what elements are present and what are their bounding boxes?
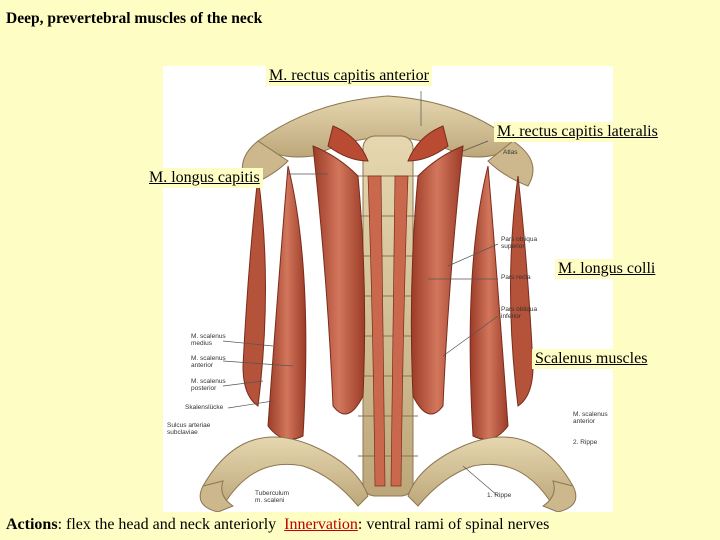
leader-lines (222, 91, 499, 497)
neck-muscles-illustration (199, 91, 577, 512)
label-tuberculum: Tuberculum m. scaleni (255, 490, 289, 504)
label-line-1: Pars obliqua (501, 236, 538, 243)
label-line-1: M. scalenus (191, 333, 226, 340)
left-rib-end (199, 480, 235, 512)
label-line-1: Tuberculum (255, 490, 290, 497)
innervation-text: : ventral rami of spinal nerves (357, 516, 550, 533)
callout-longus-colli: M. longus colli (555, 259, 659, 279)
right-longus-capitis (410, 145, 464, 415)
right-rib-end (541, 480, 577, 512)
label-line-1: M. scalenus (191, 378, 226, 385)
label-line-2: inferior (501, 313, 521, 320)
label-line-2: anterior (573, 418, 596, 425)
right-mastoid (487, 140, 534, 187)
left-scalenus (267, 165, 307, 440)
label-right-scalenus-anterior: M. scalenus anterior (573, 411, 608, 425)
label-pars-obliqua-inferior: Pars obliqua inferior (501, 306, 537, 320)
slide-title: Deep, prevertebral muscles of the neck (6, 10, 263, 27)
left-first-rib (202, 436, 369, 507)
right-first-rib (407, 436, 574, 507)
rectus-capitis-right (407, 125, 449, 162)
callout-rectus-capitis-lateralis: M. rectus capitis lateralis (494, 122, 661, 142)
innervation-label: Innervation (284, 516, 358, 533)
label-line-2: medius (191, 340, 212, 347)
label-line-1: M. scalenus (191, 355, 226, 362)
actions-label: Actions (6, 516, 58, 533)
label-scalenus-posterior: M. scalenus posterior (191, 378, 226, 392)
longus-colli-right (390, 175, 409, 487)
label-line-2: m. scaleni (255, 497, 285, 504)
label-line-2: anterior (191, 362, 214, 369)
label-scalenus-medius: M. scalenus medius (191, 333, 226, 347)
label-first-rib: 1. Rippe (487, 492, 512, 499)
label-pars-obliqua-superior: Pars obliqua superior (501, 236, 537, 250)
label-line-1: Pars obliqua (501, 306, 538, 313)
longus-colli-left (367, 175, 386, 487)
label-line-1: Sulcus arteriae (167, 422, 211, 429)
right-scalenus (469, 165, 509, 440)
label-atlas: Atlas (503, 149, 518, 156)
label-sulcus: Sulcus arteriae subclaviae (167, 422, 210, 436)
callout-rectus-capitis-anterior: M. rectus capitis anterior (266, 66, 432, 86)
label-scalenusticke: Skalenslücke (185, 404, 224, 411)
caption-line: Actions: flex the head and neck anterior… (6, 516, 549, 534)
label-second-rib: 2. Rippe (573, 439, 598, 446)
label-pars-recta: Pars recta (501, 274, 531, 281)
left-longus-capitis (312, 145, 366, 415)
callout-scalenus-muscles: Scalenus muscles (532, 349, 651, 369)
right-scalenus-outer (510, 175, 534, 407)
rectus-capitis-left (327, 125, 369, 162)
label-scalenus-anterior: M. scalenus anterior (191, 355, 226, 369)
label-line-2: superior (501, 243, 525, 250)
callout-longus-capitis: M. longus capitis (146, 168, 263, 188)
label-line-2: subclaviae (167, 429, 198, 436)
label-line-1: M. scalenus (573, 411, 608, 418)
left-scalenus-outer (242, 175, 266, 407)
label-line-2: posterior (191, 385, 217, 392)
actions-text: : flex the head and neck anteriorly (57, 516, 277, 533)
